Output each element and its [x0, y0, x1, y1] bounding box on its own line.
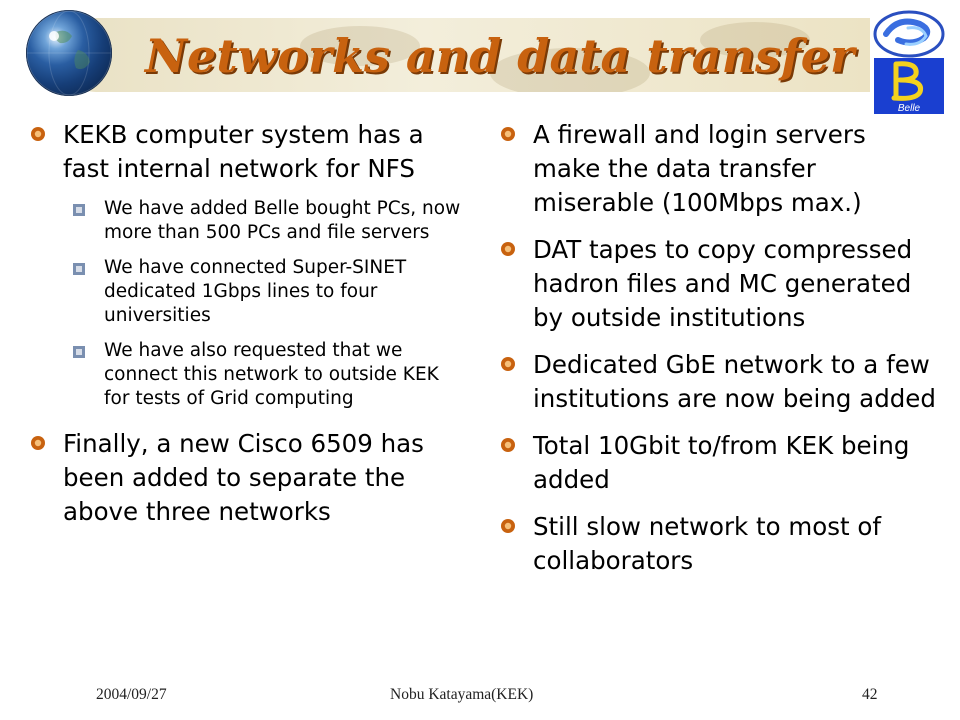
bullet-text: Finally, a new Cisco 6509 has been added… — [63, 429, 424, 526]
bullet-item: DAT tapes to copy compressed hadron file… — [498, 233, 938, 335]
footer-date: 2004/09/27 — [96, 686, 167, 703]
bullet-item: Total 10Gbit to/from KEK being added — [498, 429, 938, 497]
map-decoration — [300, 26, 420, 66]
circle-bullet-icon — [501, 127, 515, 141]
bullet-text: DAT tapes to copy compressed hadron file… — [533, 235, 913, 332]
globe-icon — [26, 10, 112, 96]
logo-text: Belle — [898, 103, 921, 114]
sub-bullet-item: We have also requested that we connect t… — [28, 339, 468, 411]
map-decoration — [700, 22, 810, 58]
sub-bullet-text: We have added Belle bought PCs, now more… — [104, 198, 461, 243]
footer-author: Nobu Katayama(KEK) — [390, 686, 534, 703]
right-column: A firewall and login servers make the da… — [498, 118, 938, 591]
bullet-item: Finally, a new Cisco 6509 has been added… — [28, 427, 468, 529]
map-decoration — [490, 48, 650, 92]
bullet-item: Still slow network to most of collaborat… — [498, 510, 938, 578]
bullet-text: Dedicated GbE network to a few instituti… — [533, 350, 936, 413]
sub-bullet-list: We have added Belle bought PCs, now more… — [28, 197, 468, 411]
bullet-text: Still slow network to most of collaborat… — [533, 512, 882, 575]
circle-bullet-icon — [501, 438, 515, 452]
circle-bullet-icon — [501, 242, 515, 256]
sub-bullet-text: We have also requested that we connect t… — [104, 340, 439, 409]
square-bullet-icon — [73, 204, 85, 216]
bullet-item: KEKB computer system has a fast internal… — [28, 118, 468, 186]
bullet-text: KEKB computer system has a fast internal… — [63, 120, 424, 183]
circle-bullet-icon — [31, 127, 45, 141]
sub-bullet-item: We have connected Super-SINET dedicated … — [28, 256, 468, 328]
title-band — [60, 18, 870, 92]
bullet-item: Dedicated GbE network to a few instituti… — [498, 348, 938, 416]
circle-bullet-icon — [501, 519, 515, 533]
bullet-text: A firewall and login servers make the da… — [533, 120, 866, 217]
square-bullet-icon — [73, 263, 85, 275]
left-column: KEKB computer system has a fast internal… — [28, 118, 468, 542]
belle-logo: Belle — [868, 8, 950, 116]
circle-bullet-icon — [501, 357, 515, 371]
square-bullet-icon — [73, 346, 85, 358]
bullet-item: A firewall and login servers make the da… — [498, 118, 938, 220]
bullet-text: Total 10Gbit to/from KEK being added — [533, 431, 910, 494]
sub-bullet-text: We have connected Super-SINET dedicated … — [104, 257, 407, 326]
circle-bullet-icon — [31, 436, 45, 450]
slide-title: Networks and data transfer — [145, 29, 855, 83]
page-number: 42 — [862, 686, 878, 703]
sub-bullet-item: We have added Belle bought PCs, now more… — [28, 197, 468, 245]
